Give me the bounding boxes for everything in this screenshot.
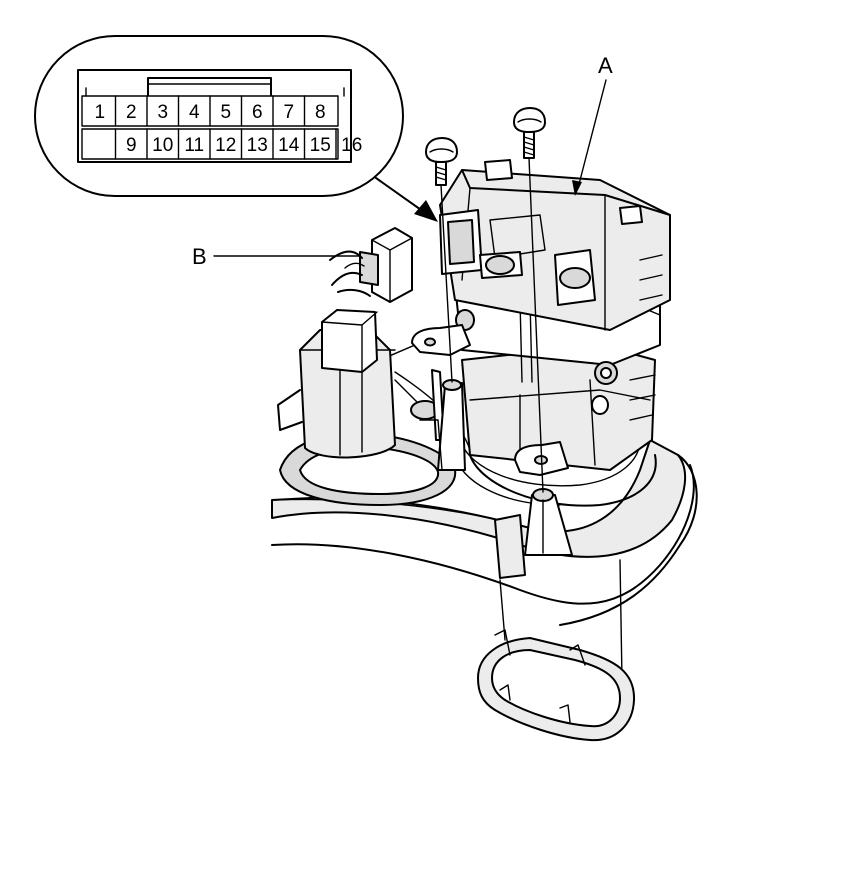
bolt-guide-lines: [440, 157, 623, 681]
terminal-number: 15: [310, 135, 331, 156]
callout-a: A: [572, 53, 613, 196]
terminal-number: 7: [283, 102, 294, 123]
terminal-number: 16: [341, 135, 362, 156]
mounting-bolt-left: [425, 137, 458, 186]
terminal-number: 8: [315, 102, 326, 123]
terminal-number: 10: [152, 135, 173, 156]
terminal-number: 13: [247, 135, 268, 156]
terminal-number: 5: [220, 102, 231, 123]
screw-boss-right: [494, 488, 573, 579]
callout-b: B: [192, 244, 361, 269]
callout-arrow: [375, 177, 438, 222]
terminal-number: 12: [215, 135, 236, 156]
terminal-number: 11: [184, 135, 204, 156]
callout-b-label: B: [192, 244, 207, 269]
screw-boss-left: [419, 379, 466, 471]
terminal-number: 4: [189, 102, 200, 123]
terminal-number: 3: [157, 102, 168, 123]
terminal-number: 1: [94, 102, 105, 123]
harness-connector-b: [329, 227, 413, 303]
mounting-bolt-right: [513, 107, 546, 159]
terminal-number: 2: [126, 102, 137, 123]
shift-trim-bezel: [477, 629, 636, 742]
callout-a-label: A: [598, 53, 613, 78]
terminal-number: 14: [278, 135, 300, 156]
shift-lock-control-unit: [411, 159, 671, 476]
terminal-number: 9: [126, 135, 137, 156]
connector-callout-bubble: [34, 35, 404, 197]
terminal-number: 6: [252, 102, 263, 123]
